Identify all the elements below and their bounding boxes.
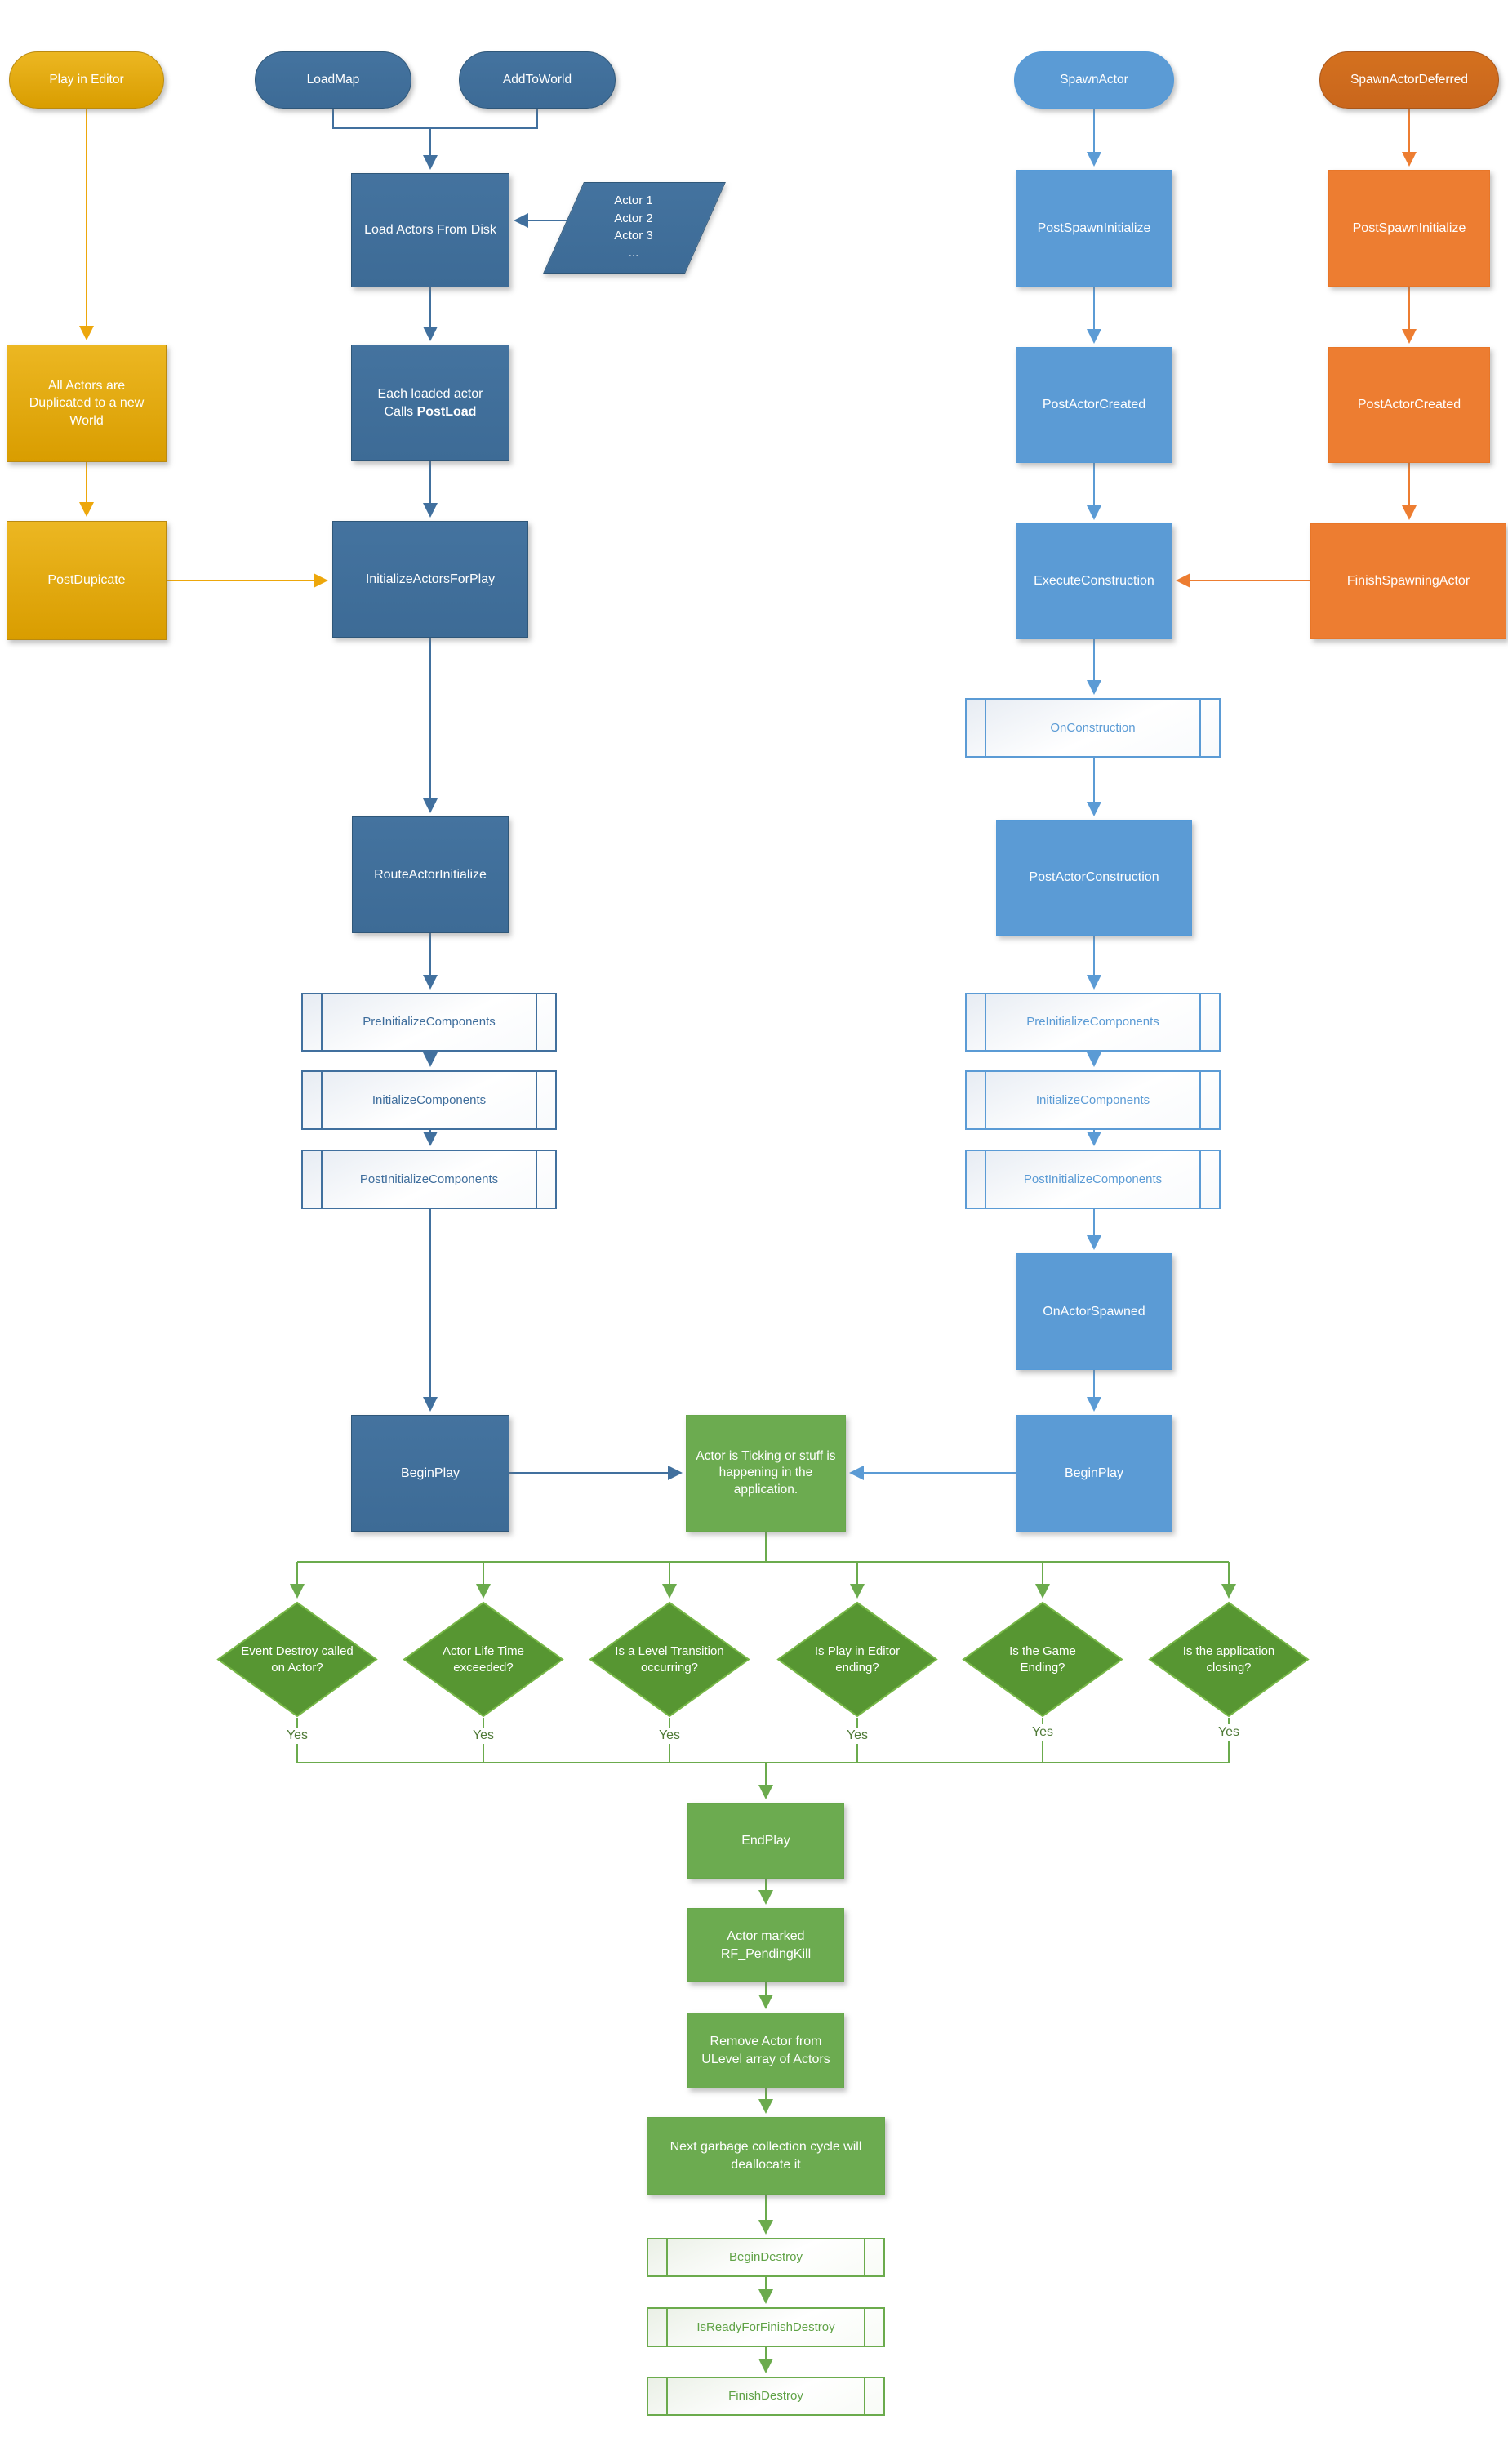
- node-label-line2-prefix: Calls: [384, 404, 417, 419]
- node-label: PreInitializeComponents: [1026, 1015, 1159, 1030]
- node-label: InitializeComponents: [371, 1092, 487, 1107]
- node-is-ready-for-finish-destroy: IsReadyForFinishDestroy: [647, 2307, 885, 2347]
- decision-life-time: Actor Life Time exceeded?: [403, 1601, 564, 1718]
- node-actor-marked-pendingkill: Actor marked RF_PendingKill: [687, 1908, 844, 1982]
- yes-label: Yes: [1016, 1724, 1069, 1741]
- node-load-map: LoadMap: [255, 51, 411, 109]
- decision-event-destroy: Event Destroy called on Actor?: [216, 1601, 378, 1718]
- decision-label: Event Destroy called on Actor?: [241, 1644, 354, 1675]
- node-label: ExecuteConstruction: [1034, 574, 1154, 589]
- node-label: Load Actors From Disk: [364, 223, 496, 238]
- node-label: PostSpawnInitialize: [1037, 220, 1151, 235]
- node-label: LoadMap: [306, 72, 360, 87]
- node-all-actors-duplicated: All Actors are Duplicated to a new World: [7, 345, 167, 462]
- node-label: OnActorSpawned: [1043, 1304, 1145, 1319]
- node-execute-construction: ExecuteConstruction: [1016, 523, 1172, 639]
- node-label-line1: Each loaded actor: [377, 387, 483, 402]
- decision-level-transition: Is a Level Transition occurring?: [589, 1601, 750, 1718]
- node-label: PostInitializeComponents: [1023, 1172, 1163, 1186]
- decision-label: Is a Level Transition occurring?: [615, 1644, 724, 1675]
- node-label: PostDupicate: [47, 573, 126, 588]
- node-label: OnConstruction: [1050, 720, 1136, 735]
- node-label: PostSpawnInitialize: [1352, 220, 1466, 235]
- node-remove-actor-from-ulevel: Remove Actor from ULevel array of Actors: [687, 2013, 844, 2088]
- node-begin-destroy: BeginDestroy: [647, 2238, 885, 2277]
- node-label: SpawnActorDeferred: [1350, 72, 1468, 87]
- actor-list-line: ...: [628, 246, 639, 260]
- actor-list-line: Actor 3: [614, 229, 653, 242]
- node-label: SpawnActor: [1060, 72, 1128, 87]
- node-label-line2-bold: PostLoad: [416, 404, 477, 419]
- node-label: BeginPlay: [1064, 1466, 1124, 1480]
- node-post-initialize-components-right: PostInitializeComponents: [965, 1150, 1221, 1209]
- node-label: Remove Actor from ULevel array of Actors: [701, 2035, 830, 2066]
- node-add-to-world: AddToWorld: [459, 51, 616, 109]
- decision-app-closing: Is the application closing?: [1148, 1601, 1310, 1718]
- node-end-play: EndPlay: [687, 1803, 844, 1879]
- node-label: FinishDestroy: [728, 2389, 803, 2404]
- node-post-initialize-components-left: PostInitializeComponents: [301, 1150, 557, 1209]
- node-label: Actor marked RF_PendingKill: [720, 1929, 812, 1961]
- node-label: BeginPlay: [400, 1466, 460, 1480]
- node-initialize-actors-for-play: InitializeActorsForPlay: [332, 521, 528, 638]
- node-label: BeginDestroy: [728, 2250, 803, 2265]
- node-initialize-components-right: InitializeComponents: [965, 1070, 1221, 1130]
- node-post-actor-created-orange: PostActorCreated: [1328, 347, 1490, 463]
- node-next-garbage-collection: Next garbage collection cycle will deall…: [647, 2117, 885, 2195]
- node-label: PostActorCreated: [1357, 398, 1461, 412]
- actor-list-line: Actor 1: [614, 193, 653, 208]
- node-on-construction: OnConstruction: [965, 698, 1221, 758]
- node-initialize-components-left: InitializeComponents: [301, 1070, 557, 1130]
- actor-list-text: Actor 1 Actor 2 Actor 3 ...: [563, 182, 704, 272]
- node-spawn-actor: SpawnActor: [1014, 51, 1174, 109]
- node-post-spawn-initialize-orange: PostSpawnInitialize: [1328, 170, 1490, 287]
- yes-label: Yes: [457, 1728, 509, 1744]
- node-label: EndPlay: [741, 1833, 790, 1848]
- node-post-actor-construction: PostActorConstruction: [996, 820, 1192, 936]
- actor-list-line: Actor 2: [614, 211, 653, 225]
- node-on-actor-spawned: OnActorSpawned: [1016, 1253, 1172, 1370]
- node-finish-spawning-actor: FinishSpawningActor: [1310, 523, 1506, 639]
- node-spawn-actor-deferred: SpawnActorDeferred: [1319, 51, 1499, 109]
- yes-label: Yes: [831, 1728, 883, 1744]
- node-label: InitializeActorsForPlay: [365, 572, 496, 586]
- node-label: AddToWorld: [502, 72, 572, 87]
- node-label: PreInitializeComponents: [363, 1015, 496, 1030]
- node-pre-initialize-components-left: PreInitializeComponents: [301, 993, 557, 1052]
- node-begin-play-right: BeginPlay: [1016, 1415, 1172, 1532]
- yes-label: Yes: [271, 1728, 323, 1744]
- node-pre-initialize-components-right: PreInitializeComponents: [965, 993, 1221, 1052]
- node-label: InitializeComponents: [1035, 1092, 1150, 1107]
- node-label: Next garbage collection cycle will deall…: [669, 2140, 862, 2172]
- node-post-actor-created-blue: PostActorCreated: [1016, 347, 1172, 463]
- node-label: PostActorCreated: [1042, 398, 1146, 412]
- yes-label: Yes: [1203, 1724, 1255, 1741]
- node-label: Actor is Ticking or stuff is happening i…: [696, 1448, 836, 1497]
- node-label: FinishSpawningActor: [1346, 574, 1470, 589]
- node-route-actor-initialize: RouteActorInitialize: [352, 816, 509, 933]
- node-finish-destroy: FinishDestroy: [647, 2377, 885, 2416]
- node-label: RouteActorInitialize: [374, 867, 487, 882]
- decision-game-ending: Is the Game Ending?: [962, 1601, 1123, 1718]
- node-post-dupicate: PostDupicate: [7, 521, 167, 640]
- node-each-loaded-actor: Each loaded actor Calls PostLoad: [351, 345, 509, 461]
- node-begin-play-left: BeginPlay: [351, 1415, 509, 1532]
- node-post-spawn-initialize-blue: PostSpawnInitialize: [1016, 170, 1172, 287]
- decision-label: Is Play in Editor ending?: [814, 1644, 901, 1675]
- decision-pie-ending: Is Play in Editor ending?: [776, 1601, 938, 1718]
- node-label: PostInitializeComponents: [359, 1172, 499, 1186]
- yes-label: Yes: [643, 1728, 696, 1744]
- node-actor-ticking: Actor is Ticking or stuff is happening i…: [686, 1415, 846, 1532]
- decision-label: Is the Game Ending?: [1009, 1644, 1076, 1675]
- node-label: PostActorConstruction: [1029, 870, 1159, 885]
- decision-label: Is the application closing?: [1182, 1644, 1275, 1675]
- node-label: All Actors are Duplicated to a new World: [29, 379, 145, 428]
- node-label: IsReadyForFinishDestroy: [696, 2319, 835, 2334]
- node-label: Play in Editor: [49, 72, 124, 87]
- node-load-actors-from-disk: Load Actors From Disk: [351, 173, 509, 287]
- node-label-line2: Calls PostLoad: [385, 403, 477, 420]
- node-play-in-editor: Play in Editor: [9, 51, 164, 109]
- decision-label: Actor Life Time exceeded?: [442, 1644, 525, 1675]
